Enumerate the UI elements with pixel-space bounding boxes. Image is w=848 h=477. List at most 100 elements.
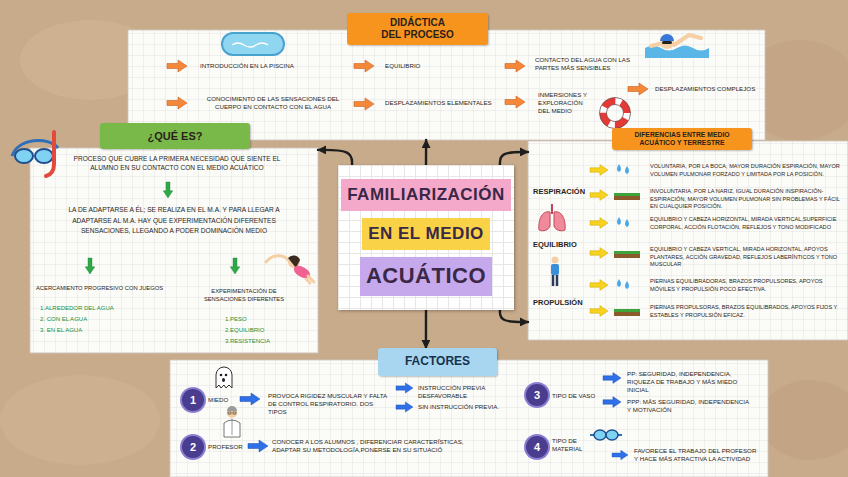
life-ring [603, 101, 627, 125]
text-block: INMERSIONES Y EXPLORACIÓN DEL MEDIO [538, 91, 596, 115]
text-block: 3. EN EL AGUA [40, 327, 150, 335]
number-circle: 2 [182, 436, 204, 458]
connector-arrow [500, 310, 528, 322]
life-ring [600, 98, 631, 129]
callout-number: 2 [182, 436, 204, 458]
heading-tag: FACTORES [378, 348, 497, 376]
text-block: EQUILIBRIO Y CABEZA HORIZONTAL, MIRADA V… [650, 216, 842, 231]
text-block: INSTRUCCIÓN PREVIA DESFAVORABLE [418, 384, 533, 400]
teacher-icon [232, 419, 233, 435]
text-block: INVOLUNTARIA, POR LA NARIZ, IGUAL DURACI… [650, 188, 842, 211]
person-icon [552, 257, 559, 264]
yellow-arrows [590, 218, 608, 229]
yellow-arrows [590, 306, 608, 317]
orange-arrows [505, 96, 525, 108]
small-goggles [606, 430, 618, 440]
panel: FACTORESMIEDOPROVOCA RIGIDEZ MUSCULAR Y … [170, 348, 768, 477]
text-block: TIPO DE MATERIAL [552, 437, 588, 453]
ground-icons [614, 312, 640, 316]
text-block: EQUILIBRIO [385, 62, 455, 70]
lungs-icon [554, 212, 565, 231]
goggles-icon [12, 132, 58, 176]
panel: ¿QUÉ ES? PROCESO QUE CUBRE LA PRIMERA NEC… [30, 123, 318, 353]
text-block: EXPERIMENTACIÓN DE SENSACIONES DIFERENTE… [192, 288, 296, 303]
number-circle: 3 [526, 384, 548, 406]
text-block: ACERCAMIENTO PROGRESIVO CON JUEGOS [36, 285, 166, 293]
ghost-icon [216, 367, 232, 388]
connector-arrow [500, 152, 528, 165]
text-block: LA DE ADAPTARSE A ÉL; SE REALIZA EN EL M… [55, 205, 293, 237]
teacher-icon [233, 412, 236, 414]
title-band: FAMILIARIZACIÓN [341, 179, 511, 211]
teacher-icon [224, 406, 240, 437]
teacher-icon [228, 412, 231, 414]
ground-icons [614, 193, 640, 316]
pool-icon [222, 33, 284, 55]
person-icon [553, 275, 557, 286]
grid-paper [528, 141, 848, 340]
ground-icons [614, 196, 640, 200]
central-box: FAMILIARIZACIÓN EN EL MEDIO ACUÁTICO [338, 165, 514, 310]
text-block: CONOCER A LOS ALUMNOS , DIFERENCIAR CARA… [272, 438, 477, 454]
ground-icons [614, 254, 640, 258]
grid-paper [30, 30, 848, 477]
connector-arrow [318, 150, 352, 165]
girl-swimmer [266, 256, 288, 262]
text-block: EQUILIBRIO Y CABEZA VERTICAL, MIRADA HOR… [650, 246, 842, 269]
swimmer-icon [660, 35, 674, 49]
text-block: PPP: MÁS SEGURIDAD, INDEPENDENCIA Y MOTI… [627, 398, 752, 414]
pool-icon [222, 33, 284, 55]
text-block: MIEDO [208, 396, 248, 404]
ground-icons [614, 309, 640, 312]
text-block: FAVORECE EL TRABAJO DEL PROFESOR Y HACE … [634, 447, 762, 463]
grid-paper [30, 148, 318, 353]
orange-arrows [354, 60, 374, 72]
orange-arrows [505, 60, 525, 72]
text-block: VOLUNTARIA, POR LA BOCA, MAYOR DURACIÓN … [650, 163, 842, 178]
life-ring [607, 105, 624, 122]
text-block: 1.PESO [225, 316, 295, 324]
panel: DIFERENCIAS ENTRE MEDIO ACUÁTICO Y TERRE… [528, 128, 848, 340]
blue-arrows [240, 373, 628, 460]
text-block: PROCESO QUE CUBRE LA PRIMERA NECESIDAD Q… [66, 155, 288, 172]
ghost-icon [225, 374, 228, 377]
callout-number: 1 [182, 389, 204, 411]
water-icons [617, 164, 629, 289]
lungs-icon [539, 212, 550, 231]
small-goggles [590, 430, 622, 440]
ground-icons [614, 251, 640, 254]
connector-arrow [425, 310, 427, 348]
ground-icons [614, 193, 640, 196]
title-band: ACUÁTICO [360, 257, 492, 296]
swimmer-icon [651, 44, 659, 46]
text-block: RESPIRACIÓN [533, 187, 591, 197]
callout-number: 3 [526, 384, 548, 406]
blue-arrows [603, 397, 621, 408]
heading-tag: ¿QUÉ ES? [100, 123, 250, 149]
yellow-arrows [590, 165, 608, 317]
blue-arrows [240, 393, 260, 405]
text-block: PIERNAS EQUILIBRADORAS, BRAZOS PROPULSOR… [650, 278, 842, 293]
lungs-icon [551, 204, 553, 214]
text-block: 2.EQUILIBRIO [225, 327, 295, 335]
person-icon [551, 257, 559, 287]
girl-swimmer [266, 255, 314, 283]
number-circle: 1 [182, 389, 204, 411]
blue-arrows [612, 450, 628, 460]
orange-arrows [167, 60, 187, 72]
swimmer-icon [660, 34, 674, 41]
orange-arrows [167, 97, 187, 109]
heading-tag: DIDÁCTICA DEL PROCESO [347, 13, 488, 45]
ghost-icon [222, 378, 225, 382]
title-band: EN EL MEDIO [362, 218, 490, 250]
yellow-arrows [590, 165, 608, 176]
yellow-arrows [590, 248, 608, 259]
text-block: TIPO DE VASO [552, 392, 600, 400]
green-arrows [230, 258, 240, 274]
kraft-ground [0, 375, 160, 465]
number-circle: 4 [526, 436, 548, 458]
text-block: 3.RESISTENCIA [225, 338, 295, 346]
text-block: PROFESOR [208, 443, 253, 451]
